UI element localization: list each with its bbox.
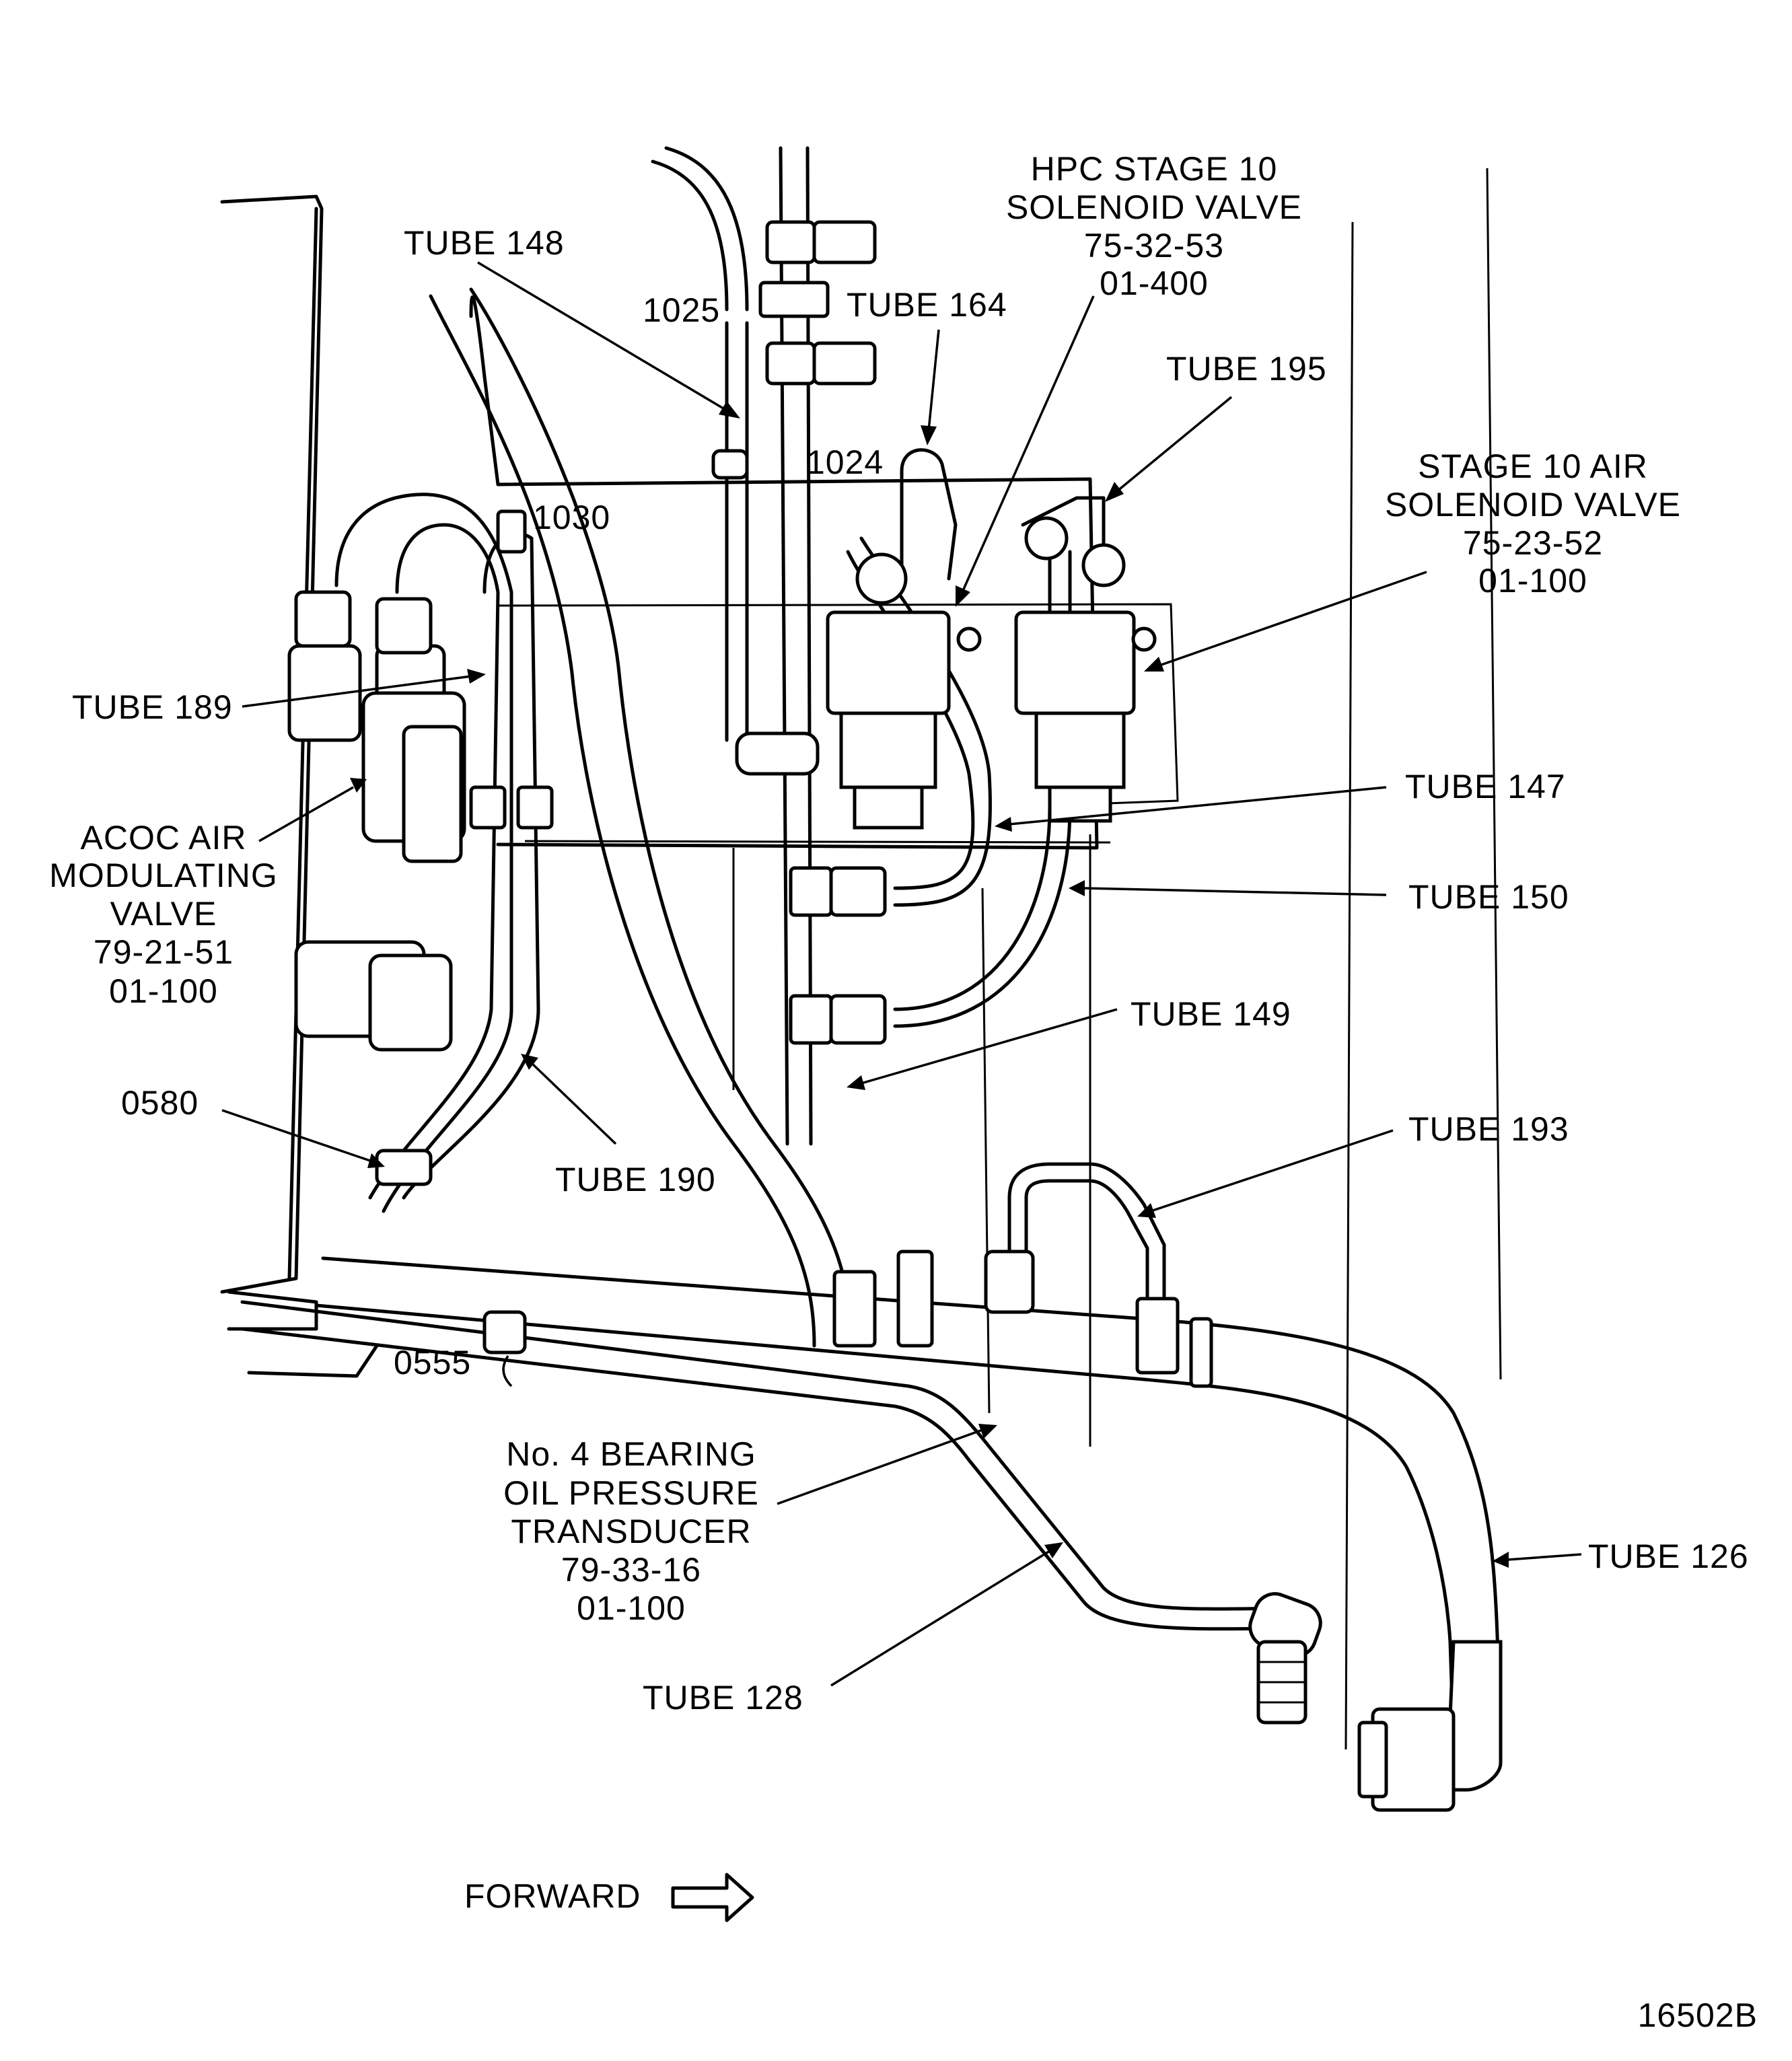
tube-148-path (429, 287, 853, 1348)
svg-text:79-21-51: 79-21-51 (94, 933, 234, 971)
label-tube-149: TUBE 149 (1131, 995, 1291, 1033)
callout-labels: TUBE 148 1025 TUBE 164 HPC STAGE 10 SOLE… (49, 150, 1758, 2034)
label-tube-164: TUBE 164 (847, 286, 1007, 324)
hpc-stage10-solenoid-valve (826, 552, 982, 830)
label-tube-128: TUBE 128 (643, 1679, 803, 1716)
label-tube-148: TUBE 148 (404, 224, 565, 262)
acoc-air-modulating-valve (287, 590, 466, 1052)
svg-text:75-32-53: 75-32-53 (1084, 227, 1224, 264)
label-tube-150: TUBE 150 (1408, 878, 1569, 916)
svg-text:HPC STAGE 10: HPC STAGE 10 (1031, 150, 1278, 188)
label-1025: 1025 (643, 291, 720, 329)
tube-126-path (314, 1256, 1503, 1745)
forward-arrow-icon (671, 1873, 754, 1922)
label-tube-126: TUBE 126 (1588, 1538, 1749, 1575)
svg-text:01-100: 01-100 (577, 1589, 686, 1627)
svg-text:MODULATING: MODULATING (49, 857, 278, 894)
engine-structure-lines (220, 168, 1502, 1750)
tube-189-190-path (334, 295, 540, 1213)
label-forward: FORWARD (464, 1877, 641, 1915)
svg-text:75-23-52: 75-23-52 (1463, 524, 1603, 562)
svg-text:SOLENOID VALVE: SOLENOID VALVE (1385, 486, 1681, 523)
svg-text:01-400: 01-400 (1100, 264, 1209, 302)
svg-text:OIL PRESSURE: OIL PRESSURE (503, 1474, 759, 1512)
label-no4-bearing-oil-pressure-transducer: No. 4 BEARING OIL PRESSURE TRANSDUCER 79… (503, 1435, 759, 1627)
tube-147-150-path (846, 536, 1072, 1028)
label-hpc-stage10-solenoid-valve: HPC STAGE 10 SOLENOID VALVE 75-32-53 01-… (1006, 150, 1302, 302)
svg-text:No. 4 BEARING: No. 4 BEARING (506, 1435, 756, 1473)
svg-text:STAGE 10 AIR: STAGE 10 AIR (1418, 447, 1648, 485)
label-tube-190: TUBE 190 (555, 1161, 716, 1198)
figure-number: 16502B (1638, 1996, 1758, 2034)
label-1030: 1030 (533, 499, 610, 536)
tube-128-path (240, 1300, 1307, 1631)
label-tube-195: TUBE 195 (1166, 350, 1327, 388)
stage10-air-solenoid-valve (1014, 516, 1157, 823)
transducer-fitting (1248, 1592, 1322, 1725)
label-0555: 0555 (394, 1344, 471, 1381)
label-tube-147: TUBE 147 (1405, 768, 1566, 805)
leader-lines (221, 261, 1582, 1687)
label-tube-189: TUBE 189 (72, 688, 233, 726)
svg-text:ACOC AIR: ACOC AIR (81, 819, 247, 857)
svg-text:01-100: 01-100 (109, 972, 218, 1010)
label-stage10-air-solenoid-valve: STAGE 10 AIR SOLENOID VALVE 75-23-52 01-… (1385, 447, 1681, 600)
svg-text:01-100: 01-100 (1478, 562, 1587, 600)
tube-164-195-path (900, 448, 1106, 587)
svg-text:79-33-16: 79-33-16 (561, 1551, 701, 1589)
label-tube-193: TUBE 193 (1408, 1110, 1569, 1148)
fittings-and-clamps (375, 220, 1213, 1388)
label-0580: 0580 (121, 1084, 199, 1122)
label-1024: 1024 (806, 443, 884, 481)
svg-text:SOLENOID VALVE: SOLENOID VALVE (1006, 188, 1302, 226)
svg-text:VALVE: VALVE (110, 895, 217, 933)
tube-193-path (1007, 1162, 1166, 1314)
svg-text:TRANSDUCER: TRANSDUCER (511, 1513, 751, 1550)
label-acoc-air-modulating-valve: ACOC AIR MODULATING VALVE 79-21-51 01-10… (49, 819, 278, 1010)
tube-126-end-connector (1357, 1640, 1503, 1812)
